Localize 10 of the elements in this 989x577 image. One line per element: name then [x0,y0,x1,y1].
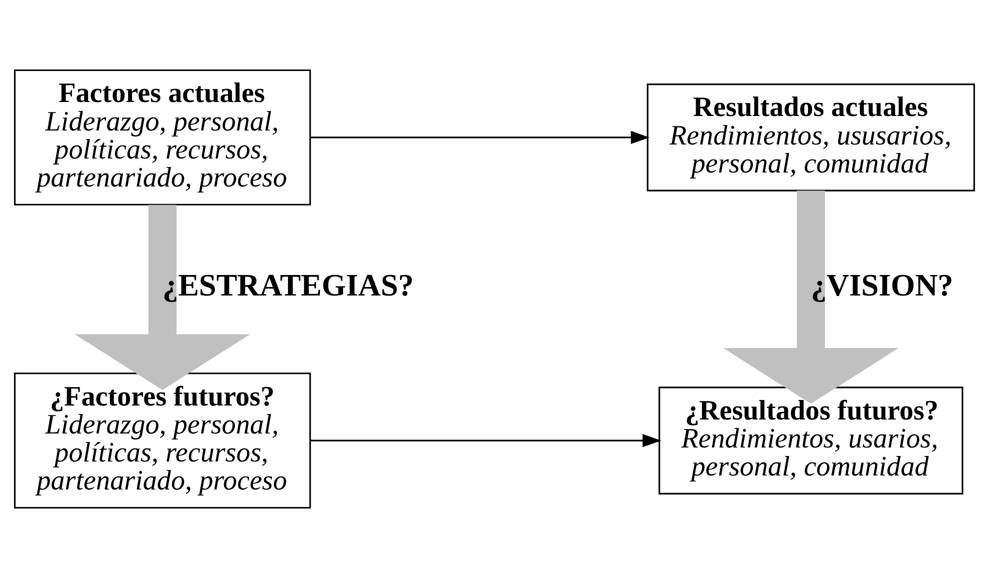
node-box: Resultados actuales Rendimientos, ususarios, personal, comunidad [646,83,975,191]
arrow [310,434,662,447]
edge-label: ¿VISION? [810,266,954,302]
edge-label: ¿ESTRATEGIAS? [162,266,414,302]
arrow [310,130,650,144]
arrow [74,204,250,390]
arrow [723,190,899,404]
node-box: Factores actuales Liderazgo, personal, políticas, recursos, partenariado, proceso [14,68,311,205]
node-box: ¿Resultados futuros? Rendimientos, usarios, personal, comunidad [658,386,964,494]
node-box: ¿Factores futuros? Liderazgo, personal, políticas, recursos, partenariado, proceso [14,372,311,508]
